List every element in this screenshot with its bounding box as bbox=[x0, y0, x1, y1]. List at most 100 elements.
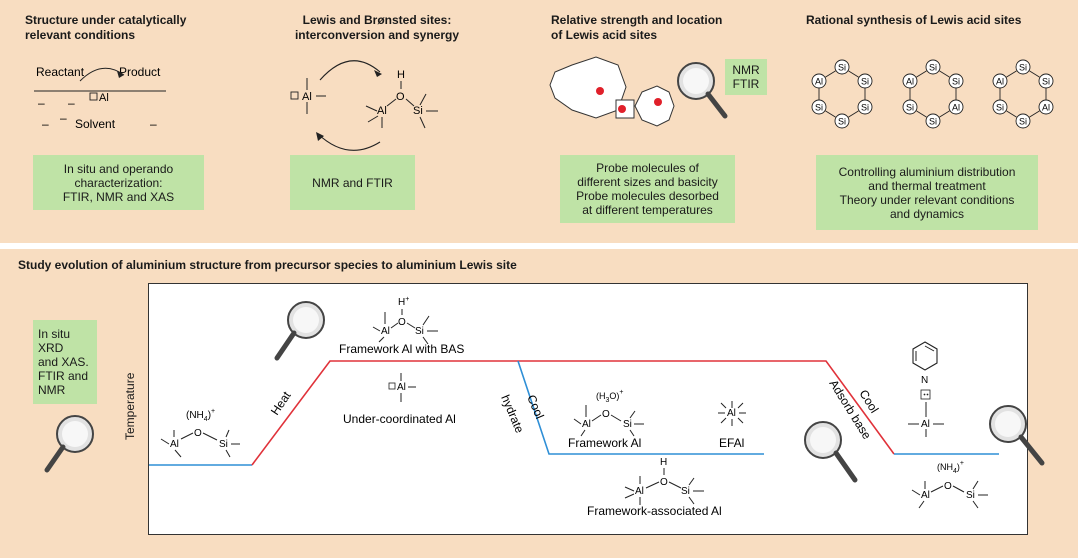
o-atom: O bbox=[398, 317, 406, 328]
bond bbox=[405, 98, 415, 107]
al-atom: Al bbox=[381, 326, 390, 337]
atom-circle bbox=[925, 113, 941, 129]
si-atom: Si bbox=[415, 326, 424, 337]
solvent-dash: – bbox=[150, 117, 157, 131]
bond bbox=[629, 410, 636, 419]
framework-al-label: Framework Al bbox=[568, 436, 641, 450]
atom-circle bbox=[992, 99, 1008, 115]
magnifier-lens bbox=[810, 427, 836, 453]
atom-label: Si bbox=[861, 103, 869, 113]
magnifier-icon bbox=[274, 301, 325, 361]
bond bbox=[365, 105, 378, 112]
bond bbox=[419, 116, 426, 129]
side-box-line: In situ XRD bbox=[38, 327, 71, 355]
atom-label: Si bbox=[838, 117, 846, 127]
si-atom: Si bbox=[1015, 113, 1031, 129]
lewis-al-label: Al bbox=[302, 91, 312, 103]
bond bbox=[591, 414, 602, 422]
nh4-label: (NH4)+ bbox=[937, 460, 964, 475]
bond bbox=[918, 500, 925, 509]
col4-title: Rational synthesis of Lewis acid sites bbox=[806, 13, 1021, 28]
atom-circle bbox=[811, 73, 827, 89]
col1-box-line: FTIR, NMR and XAS bbox=[62, 189, 175, 204]
atom-circle bbox=[1015, 59, 1031, 75]
al-atom: Al bbox=[948, 99, 964, 115]
nh4-final-structure: (NH4)+ Al O Si bbox=[911, 460, 988, 509]
nh4-label: (NH4)+ bbox=[186, 408, 215, 423]
bond bbox=[422, 315, 430, 326]
side-box-line: FTIR and bbox=[38, 369, 89, 383]
bond bbox=[372, 326, 381, 332]
bottom-title: Study evolution of aluminium structure f… bbox=[18, 258, 517, 272]
under-coordinated-label: Under-coordinated Al bbox=[343, 412, 456, 426]
atom-label: Si bbox=[838, 63, 846, 73]
magnifier-icon bbox=[44, 415, 94, 473]
atom-circle bbox=[1015, 113, 1031, 129]
atom-label: Si bbox=[929, 63, 937, 73]
framework-associated-structure: H O Al Si bbox=[624, 457, 704, 505]
col3-box-line: different sizes and basicity bbox=[577, 175, 718, 189]
al-atom: Al bbox=[811, 73, 827, 89]
zeolite-pore-diagram bbox=[549, 56, 728, 127]
temperature-axis-label: Temperature bbox=[123, 372, 137, 440]
atom-label: Al bbox=[996, 77, 1004, 87]
si-atom: Si bbox=[948, 73, 964, 89]
col1-title: Structure under catalytically relevant c… bbox=[25, 13, 186, 43]
si-atom: Si bbox=[834, 59, 850, 75]
col1-title-line2: relevant conditions bbox=[25, 28, 136, 42]
pyridine-ring bbox=[912, 341, 938, 371]
h3o-label: (H3O)+ bbox=[596, 389, 624, 404]
lewis-site-dot bbox=[618, 105, 626, 113]
solvent-dash: – bbox=[60, 111, 67, 125]
bond bbox=[972, 500, 979, 509]
side-box-line: NMR bbox=[38, 383, 66, 397]
bond bbox=[422, 336, 429, 345]
reaction-arrow bbox=[79, 67, 125, 82]
ring-bond bbox=[916, 110, 927, 118]
bond bbox=[668, 481, 682, 489]
bond bbox=[930, 485, 944, 493]
n-atom: N bbox=[921, 375, 928, 386]
col3-tag-line: FTIR bbox=[732, 77, 760, 91]
ring-bond bbox=[1029, 110, 1040, 118]
col3-title-line1: Relative strength and location bbox=[551, 13, 723, 27]
temperature-profile-plot: Heat Cool hydrate Cool Adsorb base (NH4)… bbox=[148, 283, 1028, 535]
col1-box-line: In situ and operando bbox=[63, 161, 174, 176]
magnifier-lens bbox=[62, 421, 88, 447]
bond bbox=[386, 98, 397, 107]
atom-label: Si bbox=[1019, 63, 1027, 73]
h-atom: H bbox=[660, 457, 667, 468]
col3-title-line2: of Lewis acid sites bbox=[551, 28, 658, 42]
al-label: Al bbox=[99, 92, 109, 104]
lewis-bronsted-scheme: Al H O Al Si bbox=[290, 60, 438, 151]
atom-label: Al bbox=[1042, 103, 1050, 113]
col1-title-line1: Structure under catalytically bbox=[25, 13, 187, 27]
col3-box-line: Probe molecules of bbox=[596, 161, 699, 175]
ring-bond bbox=[1006, 110, 1017, 118]
o-atom: O bbox=[660, 477, 668, 488]
atom-label: Si bbox=[1019, 117, 1027, 127]
si-atom: Si bbox=[219, 439, 228, 450]
atom-circle bbox=[857, 73, 873, 89]
col2-box-line: NMR and FTIR bbox=[312, 175, 393, 190]
magnifier-handle bbox=[274, 330, 297, 361]
atom-circle bbox=[948, 73, 964, 89]
si-atom: Si bbox=[992, 99, 1008, 115]
solvent-dash: – bbox=[42, 117, 49, 131]
al-atom: Al bbox=[921, 490, 930, 501]
ring-bond bbox=[825, 110, 836, 118]
al-atom: Al bbox=[727, 408, 736, 419]
col4-title-line1: Rational synthesis of Lewis acid sites bbox=[806, 13, 1022, 27]
atom-label: Si bbox=[815, 103, 823, 113]
bond bbox=[624, 493, 635, 499]
si-atom: Si bbox=[925, 113, 941, 129]
al-atom: Al bbox=[902, 73, 918, 89]
bond bbox=[419, 93, 427, 106]
si-atom: Si bbox=[966, 490, 975, 501]
bas-si-label: Si bbox=[413, 105, 423, 117]
atom-label: Si bbox=[861, 77, 869, 87]
magnifier-icon bbox=[804, 421, 858, 483]
reaction-arrowhead bbox=[117, 71, 124, 78]
atom-label: Si bbox=[1042, 77, 1050, 87]
